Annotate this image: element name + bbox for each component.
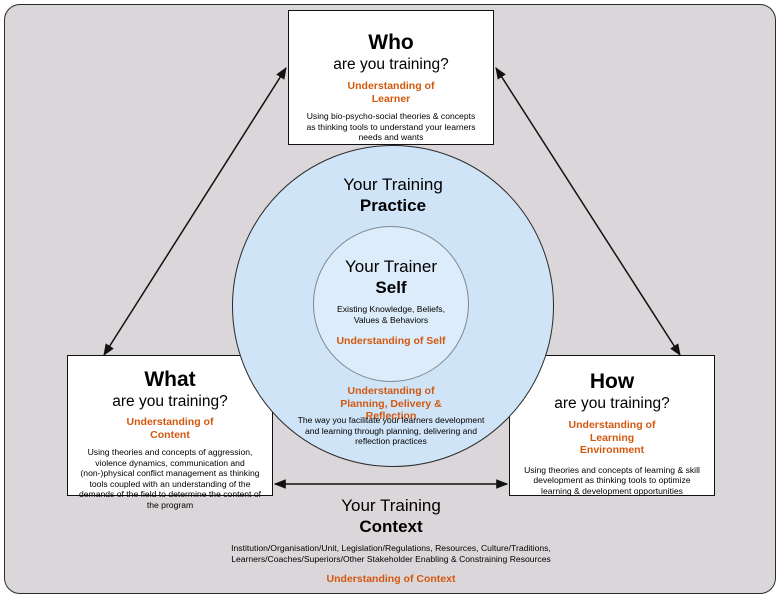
who-heading: Understanding of Learner	[347, 80, 435, 105]
what-title: What	[144, 368, 196, 391]
practice-heading: Understanding of Planning, Delivery & Re…	[340, 385, 442, 422]
who-question: are you training?	[333, 56, 449, 73]
practice-description-wrap: The way you facilitate your learners dev…	[295, 415, 487, 447]
practice-title: Your Training Practice	[293, 175, 493, 216]
context-heading: Understanding of Context	[326, 573, 456, 585]
what-heading: Understanding of Content	[126, 416, 214, 441]
how-title: How	[589, 370, 635, 393]
how-question: are you training?	[554, 395, 670, 412]
context-title: Your Training Context	[291, 496, 491, 537]
self-circle: Your Trainer Self Existing Knowledge, Be…	[313, 226, 469, 382]
self-title-light: Your Trainer	[345, 257, 437, 276]
what-box: What are you training? Understanding of …	[67, 355, 273, 510]
context-title-bold: Context	[359, 517, 423, 536]
who-description: Using bio-psycho-social theories & conce…	[306, 111, 476, 143]
practice-title-bold: Practice	[359, 196, 427, 215]
practice-heading-wrap: Understanding of Planning, Delivery & Re…	[333, 385, 449, 423]
arrow-who-what	[103, 66, 287, 357]
what-description: Using theories and concepts of aggressio…	[78, 447, 262, 510]
context-heading-wrap: Understanding of Context	[291, 573, 491, 586]
self-heading: Understanding of Self	[336, 335, 446, 348]
what-question: are you training?	[112, 393, 228, 410]
self-title-bold: Self	[375, 278, 407, 297]
who-title: Who	[368, 31, 414, 54]
context-title-light: Your Training	[341, 496, 441, 515]
arrow-who-how	[495, 66, 681, 357]
how-box: How are you training? Understanding of L…	[509, 355, 715, 496]
practice-description: The way you facilitate your learners dev…	[297, 415, 485, 447]
who-box: Who are you training? Understanding of L…	[288, 10, 494, 145]
how-heading: Understanding of Learning Environment	[568, 419, 656, 456]
self-description: Existing Knowledge, Beliefs, Values & Be…	[337, 304, 445, 325]
context-description-wrap: Institution/Organisation/Unit, Legislati…	[229, 543, 553, 564]
context-description: Institution/Organisation/Unit, Legislati…	[231, 543, 551, 564]
practice-title-light: Your Training	[343, 175, 443, 194]
how-description: Using theories and concepts of learning …	[524, 464, 700, 496]
